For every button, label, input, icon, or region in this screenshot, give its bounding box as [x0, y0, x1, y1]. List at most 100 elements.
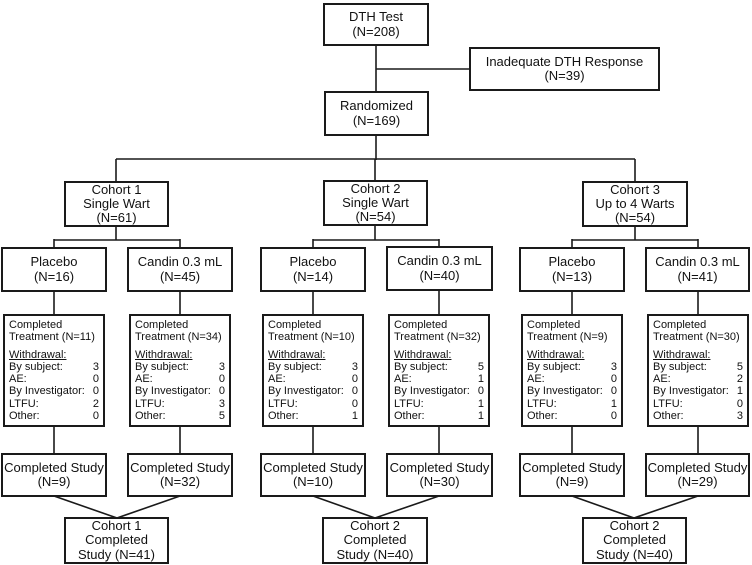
- completed-study-box-cohort2-candin: Completed Study (N=30): [386, 453, 493, 497]
- ct-line1: Completed: [268, 319, 322, 331]
- completed-treatment-box-cohort1-placebo: Completed Treatment (N=11) Withdrawal: B…: [3, 314, 105, 427]
- completed-treatment-box-cohort3-placebo: Completed Treatment (N=9) Withdrawal: By…: [521, 314, 623, 427]
- withdrawal-row-value: 3: [736, 409, 743, 422]
- summary-box-cohort2: Cohort 2 Completed Study (N=40): [322, 517, 428, 564]
- randomized-box: Randomized (N=169): [324, 91, 429, 136]
- withdrawal-row-value: 0: [218, 385, 225, 398]
- completed-study-box-cohort1-candin: Completed Study (N=32): [127, 453, 233, 497]
- summary-line3: Study (N=41): [78, 546, 155, 562]
- withdrawal-row: LTFU:1: [394, 398, 484, 410]
- withdrawal-label: Withdrawal:: [527, 349, 585, 362]
- withdrawal-row: Other: 0: [9, 410, 99, 422]
- withdrawal-row: Other:1: [394, 410, 484, 422]
- arm-box-cohort2-placebo: Placebo (N=14): [260, 247, 366, 292]
- withdrawal-row-label: By subject:: [135, 361, 189, 374]
- completed-study-box-cohort3-placebo: Completed Study (N=9): [519, 453, 625, 497]
- arm-line2: (N=41): [677, 268, 718, 284]
- arm-line2: (N=13): [551, 268, 593, 284]
- withdrawal-row: Other:5: [135, 410, 225, 422]
- arm-line2: (N=14): [292, 268, 334, 284]
- cohort-2-line2: Single Wart: [342, 194, 409, 210]
- summary-line2: Completed: [85, 532, 148, 548]
- withdrawal-row-label: Other:: [527, 409, 558, 422]
- withdrawal-row: AE:1: [394, 373, 484, 385]
- cohort-1-line3: (N=61): [96, 210, 137, 226]
- cs-line1: Completed Study: [389, 459, 490, 475]
- arm-line2: (N=16): [33, 268, 75, 284]
- cs-line2: (N=9): [555, 474, 589, 489]
- withdrawal-row-label: Other:: [268, 409, 299, 422]
- withdrawal-row: By subject:5: [653, 361, 743, 373]
- withdrawal-row: By subject:3: [135, 361, 225, 373]
- cohort-2-line3: (N=54): [355, 209, 396, 225]
- cs-line1: Completed Study: [130, 459, 230, 475]
- withdrawal-row: AE: 0: [135, 373, 225, 385]
- withdrawal-row-value: 2: [92, 397, 99, 410]
- withdrawal-row-label: AE:: [527, 373, 545, 386]
- withdrawal-row-value: 3: [351, 361, 358, 374]
- withdrawal-row-value: 0: [92, 409, 99, 422]
- cohort-2-box: Cohort 2 Single Wart (N=54): [323, 180, 428, 226]
- withdrawal-row-value: 5: [218, 409, 225, 422]
- completed-treatment-box-cohort2-candin: Completed Treatment (N=32) Withdrawal: B…: [388, 314, 490, 427]
- withdrawal-label: Withdrawal:: [394, 349, 452, 362]
- withdrawal-row-value: 0: [610, 385, 617, 398]
- summary-line3: Study (N=40): [596, 546, 673, 562]
- withdrawal-row: By subject:5: [394, 361, 484, 373]
- withdrawal-row-value: 5: [477, 361, 484, 374]
- ct-line2: Treatment (N=32): [394, 331, 481, 344]
- withdrawal-row-value: 3: [610, 361, 617, 374]
- ct-line2: Treatment (N=30): [653, 331, 740, 344]
- summary-line2: Completed: [343, 532, 407, 548]
- withdrawal-row-value: 5: [736, 361, 743, 374]
- ct-line2: Treatment (N=10): [268, 331, 355, 344]
- withdrawal-row-label: Other:: [9, 409, 40, 422]
- withdrawal-row-label: LTFU:: [9, 397, 39, 410]
- withdrawal-row-label: By Investigator:: [394, 385, 470, 398]
- withdrawal-row: LTFU:0: [653, 398, 743, 410]
- withdrawal-row-value: 0: [351, 373, 358, 386]
- withdrawal-row-value: 2: [736, 373, 743, 386]
- withdrawal-row: LTFU: 2: [9, 398, 99, 410]
- arm-box-cohort1-placebo: Placebo (N=16): [1, 247, 107, 292]
- withdrawal-row-label: LTFU:: [653, 397, 683, 410]
- arm-line1: Candin 0.3 mL: [655, 254, 740, 270]
- summary-line1: Cohort 2: [609, 518, 660, 534]
- withdrawal-row: By subject:3: [527, 361, 617, 373]
- withdrawal-row-value: 3: [92, 361, 99, 374]
- ct-line2: Treatment (N=34): [135, 331, 222, 344]
- arm-box-cohort3-placebo: Placebo (N=13): [519, 247, 625, 292]
- randomized-line2: (N=169): [352, 112, 401, 128]
- arm-line1: Candin 0.3 mL: [137, 254, 223, 270]
- cohort-1-box: Cohort 1 Single Wart (N=61): [64, 181, 169, 227]
- cs-line2: (N=32): [159, 474, 201, 489]
- ct-line1: Completed: [135, 319, 189, 331]
- withdrawal-row: LTFU:3: [135, 398, 225, 410]
- arm-line1: Candin 0.3 mL: [397, 253, 482, 269]
- withdrawal-row: AE:0: [527, 373, 617, 385]
- withdrawal-row-value: 3: [218, 397, 225, 410]
- dth-test-line1: DTH Test: [349, 9, 403, 25]
- arm-line2: (N=40): [419, 267, 460, 283]
- cs-line2: (N=29): [677, 474, 718, 489]
- inadequate-line2: (N=39): [544, 68, 585, 83]
- withdrawal-row-label: AE:: [135, 373, 153, 386]
- cohort-3-line3: (N=54): [614, 210, 656, 226]
- withdrawal-label: Withdrawal:: [9, 349, 67, 362]
- withdrawal-row-label: By Investigator:: [527, 385, 603, 398]
- withdrawal-row: By Investigator:0: [394, 385, 484, 397]
- withdrawal-row: Other:0: [527, 410, 617, 422]
- cohort-1-line1: Cohort 1: [91, 181, 142, 197]
- arm-box-cohort1-candin: Candin 0.3 mL (N=45): [127, 247, 233, 292]
- withdrawal-row-value: 0: [218, 373, 225, 386]
- withdrawal-label: Withdrawal:: [268, 349, 326, 362]
- summary-line1: Cohort 2: [350, 518, 400, 534]
- withdrawal-row-label: By Investigator:: [135, 385, 211, 398]
- withdrawal-row: AE:0: [9, 373, 99, 385]
- ct-line1: Completed: [527, 319, 581, 331]
- summary-line2: Completed: [603, 532, 666, 548]
- withdrawal-row: By Investigator:0: [9, 385, 99, 397]
- withdrawal-row-value: 0: [351, 397, 358, 410]
- completed-treatment-box-cohort2-placebo: Completed Treatment (N=10) Withdrawal: B…: [262, 314, 364, 427]
